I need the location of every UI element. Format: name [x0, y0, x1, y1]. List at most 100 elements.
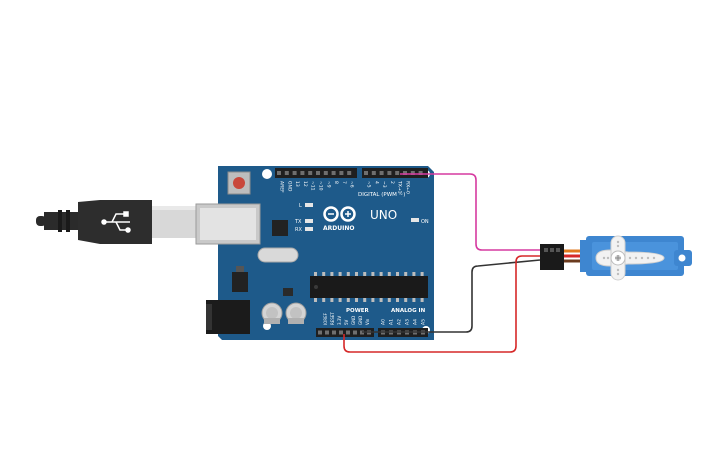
analog-pin-label: A3 [405, 319, 411, 325]
digital-pin-hole[interactable] [308, 171, 313, 175]
usb-controller-chip [272, 220, 288, 236]
analog-pin-label: A2 [397, 319, 403, 325]
digital-pin-hole[interactable] [403, 171, 407, 175]
signal-wire[interactable] [400, 173, 540, 251]
analog-pin-label: A1 [389, 319, 395, 325]
chip-leg [396, 298, 399, 302]
board-model-label: UNO [370, 208, 397, 222]
digital-pin-label: 2 [389, 181, 395, 184]
digital-pin-hole[interactable] [300, 171, 305, 175]
reset-button-cap[interactable] [233, 177, 245, 189]
chip-leg [396, 272, 399, 276]
mounting-hole [262, 169, 272, 179]
power-pin-label: GND [358, 316, 363, 325]
digital-pin-label: 13 [294, 181, 300, 187]
horn-hole [616, 272, 620, 276]
digital-pin-hole[interactable] [410, 171, 415, 175]
led-label-tx: TX [294, 219, 302, 225]
on-led-label: ON [421, 219, 429, 225]
chip-leg [404, 272, 408, 276]
usb-cable-end [36, 216, 46, 226]
horn-hole [616, 240, 620, 244]
digital-pin-hole[interactable] [292, 171, 297, 175]
chip-leg [387, 272, 391, 276]
power-pin-hole[interactable] [318, 330, 322, 335]
power-pin-label: Vin [365, 318, 370, 325]
power-pin-hole[interactable] [339, 330, 343, 335]
digital-pin-hole[interactable] [387, 171, 392, 175]
digital-pin-hole[interactable] [347, 171, 352, 175]
chip-leg [346, 272, 350, 276]
chip-leg [363, 272, 367, 276]
status-leds: L TX RX ON [294, 203, 429, 233]
power-pin-label: GND [351, 316, 356, 325]
chip-leg [420, 272, 424, 276]
digital-pin-hole[interactable] [323, 171, 328, 175]
servo-connector [540, 244, 564, 270]
analog-pin-label: A0 [381, 319, 387, 325]
chip-leg [387, 298, 391, 302]
digital-pin-hole[interactable] [395, 171, 400, 175]
digital-pin-label: ~11 [310, 181, 316, 191]
servo-horn[interactable] [595, 235, 665, 281]
digital-pin-label: ~6 [349, 181, 355, 188]
horn-hole [640, 256, 644, 260]
horn-hole [646, 256, 650, 260]
chip-leg [330, 298, 334, 302]
chip-leg [322, 272, 326, 276]
digital-pin-label: ~5 [366, 181, 372, 188]
power-pin-hole[interactable] [325, 330, 329, 335]
capacitor [285, 302, 307, 324]
power-pin-hole[interactable] [353, 330, 357, 335]
arduino-uno-board[interactable]: L TX RX ON ARDUINO UNO [195, 166, 434, 340]
power-pin-hole[interactable] [346, 330, 350, 335]
usb-cable[interactable] [36, 200, 196, 244]
digital-pin-hole[interactable] [364, 171, 368, 175]
arduino-logo-icon [323, 206, 356, 222]
digital-pin-label: TX→1 [397, 180, 403, 194]
digital-pin-label: 8 [333, 181, 339, 184]
horn-hole [634, 256, 638, 260]
power-pin-label: RESET [330, 312, 335, 325]
chip-leg [379, 272, 383, 276]
digital-pin-label: 12 [302, 181, 308, 187]
power-pin-hole[interactable] [332, 330, 336, 335]
led-label-l: L [299, 203, 302, 209]
chip-leg [322, 298, 326, 302]
power-pin-label: IOREF [323, 312, 328, 325]
power-pin-label: 3.3V [337, 316, 342, 325]
chip-leg [355, 298, 358, 302]
digital-pin-hole[interactable] [284, 171, 289, 175]
chip-leg [346, 298, 350, 302]
chip-leg [355, 272, 358, 276]
micro-servo[interactable] [540, 235, 692, 281]
ground-wire[interactable] [362, 259, 541, 333]
power-jack [206, 300, 250, 334]
horn-hole [616, 244, 620, 248]
digital-pin-hole[interactable] [277, 171, 281, 175]
crystal [257, 247, 299, 263]
digital-pin-hole[interactable] [371, 171, 376, 175]
chip-leg [412, 272, 416, 276]
digital-pin-hole[interactable] [379, 171, 384, 175]
digital-pin-hole[interactable] [316, 171, 320, 175]
led-label-rx: RX [295, 227, 302, 233]
power-header-label: POWER [346, 308, 370, 314]
chip-leg [412, 298, 416, 302]
atmega-chip [310, 272, 428, 302]
usb-icon [101, 211, 131, 233]
digital-pin-hole[interactable] [331, 171, 336, 175]
chip-leg [330, 272, 334, 276]
chip-leg [420, 298, 424, 302]
digital-pin-hole[interactable] [339, 171, 344, 175]
chip-leg [338, 298, 342, 302]
digital-header-label: DIGITAL (PWM ~) [358, 192, 405, 198]
digital-pin-label: 4 [373, 181, 379, 184]
power-wire[interactable] [343, 255, 540, 353]
digital-pin-hole[interactable] [418, 171, 423, 175]
horn-hole [606, 256, 610, 260]
usb-connector-metal [152, 206, 196, 238]
